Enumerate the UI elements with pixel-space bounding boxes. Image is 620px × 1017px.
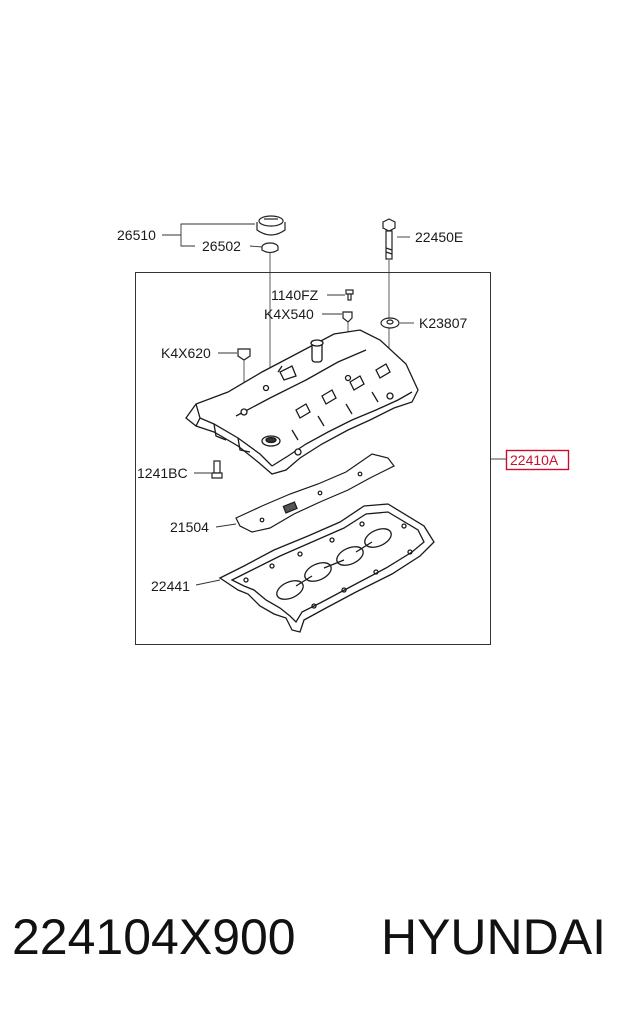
callout-oil-cap: 26510 bbox=[117, 227, 156, 243]
cover-gasket-part bbox=[218, 503, 435, 633]
plate-gasket-part bbox=[235, 453, 395, 533]
brand-name: HYUNDAI bbox=[380, 909, 606, 965]
callout-washer: K23807 bbox=[419, 315, 467, 331]
bolt-1241bc-part bbox=[211, 460, 223, 479]
bolt-1140fz-part bbox=[345, 289, 354, 301]
highlight-box bbox=[505, 449, 570, 471]
valve-cover-part bbox=[185, 329, 419, 475]
assembly-frame bbox=[135, 272, 491, 645]
callout-bolt-1241bc: 1241BC bbox=[137, 465, 188, 481]
leader-lines bbox=[162, 223, 506, 586]
callout-clip-k4x540: K4X540 bbox=[264, 306, 314, 322]
callout-clip-k4x620: K4X620 bbox=[161, 345, 211, 361]
callout-long-bolt: 22450E bbox=[415, 229, 463, 245]
callout-bolt-1140fz: 1140FZ bbox=[271, 287, 319, 303]
cap-gasket-part bbox=[261, 242, 279, 254]
callout-cover-gasket: 22441 bbox=[151, 578, 190, 594]
callout-assembly: 22410A bbox=[510, 452, 559, 468]
callout-cap-gasket: 26502 bbox=[202, 238, 241, 254]
washer-part bbox=[380, 317, 400, 329]
callout-plate-gasket: 21504 bbox=[170, 519, 209, 535]
clip-k4x620-part bbox=[237, 348, 251, 361]
long-bolt-part bbox=[382, 218, 396, 260]
oil-cap-part bbox=[256, 215, 286, 236]
part-number: 224104X900 bbox=[12, 909, 296, 965]
clip-k4x540-part bbox=[342, 311, 353, 323]
